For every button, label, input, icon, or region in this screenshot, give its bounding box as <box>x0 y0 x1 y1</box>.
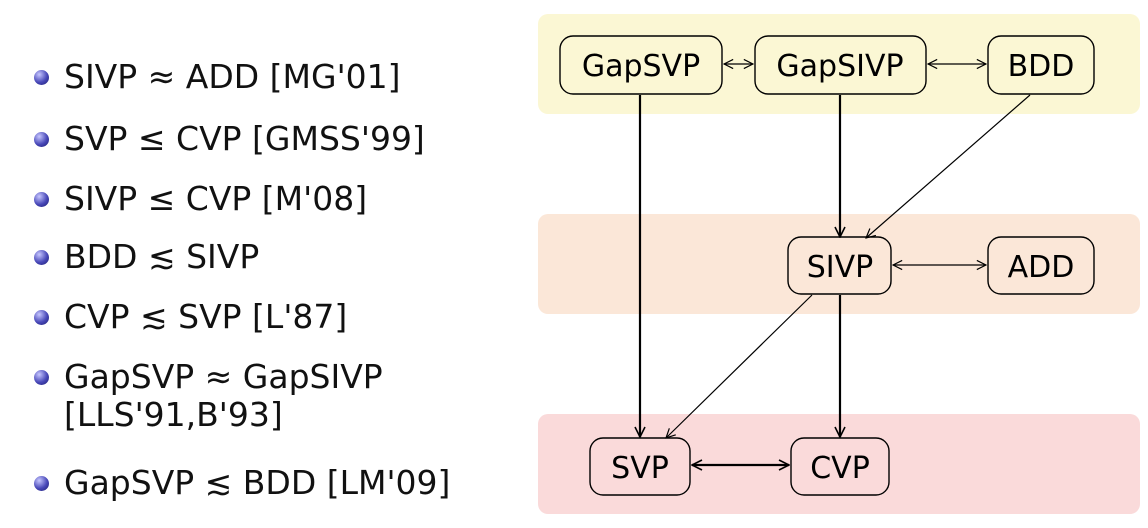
bullet-icon <box>34 132 49 147</box>
bullet-text: SVP ≤ CVP [GMSS'99] <box>64 119 425 158</box>
node-label: GapSIVP <box>776 49 903 84</box>
node-label: GapSVP <box>582 49 700 84</box>
bullet-text: SIVP ≈ ADD [MG'01] <box>64 57 401 96</box>
node-label: ADD <box>1008 250 1075 285</box>
bullet-text: SIVP ≤ CVP [M'08] <box>64 179 368 218</box>
bullet-icon <box>34 192 49 207</box>
bullet-text: GapSVP ≈ GapSIVP <box>64 357 383 396</box>
node-sivp: SIVP <box>787 236 892 295</box>
node-gapsvp: GapSVP <box>559 35 723 95</box>
node-label: BDD <box>1008 49 1075 84</box>
bullet-icon <box>34 476 49 491</box>
bullet-text: GapSVP ≲ BDD [LM'09] <box>64 463 451 502</box>
bullet-icon <box>34 370 49 385</box>
band-middle <box>538 214 1140 314</box>
bullet-icon <box>34 250 49 265</box>
node-label: SIVP <box>807 250 874 285</box>
edge-bdd-sivp <box>866 94 1031 238</box>
node-gapsivp: GapSIVP <box>754 35 927 95</box>
node-label: SVP <box>611 451 669 486</box>
bullet-icon <box>34 70 49 85</box>
node-add: ADD <box>987 236 1095 295</box>
node-cvp: CVP <box>790 437 890 496</box>
node-bdd: BDD <box>987 35 1095 95</box>
bullet-icon <box>34 310 49 325</box>
bullet-text: BDD ≲ SIVP <box>64 237 260 276</box>
node-label: CVP <box>810 451 870 486</box>
bullet-continuation: [LLS'91,B'93] <box>64 395 283 434</box>
bullet-text: CVP ≲ SVP [L'87] <box>64 297 348 336</box>
node-svp: SVP <box>589 437 691 496</box>
edge-sivp-svp <box>666 294 813 438</box>
band-top <box>538 14 1140 114</box>
